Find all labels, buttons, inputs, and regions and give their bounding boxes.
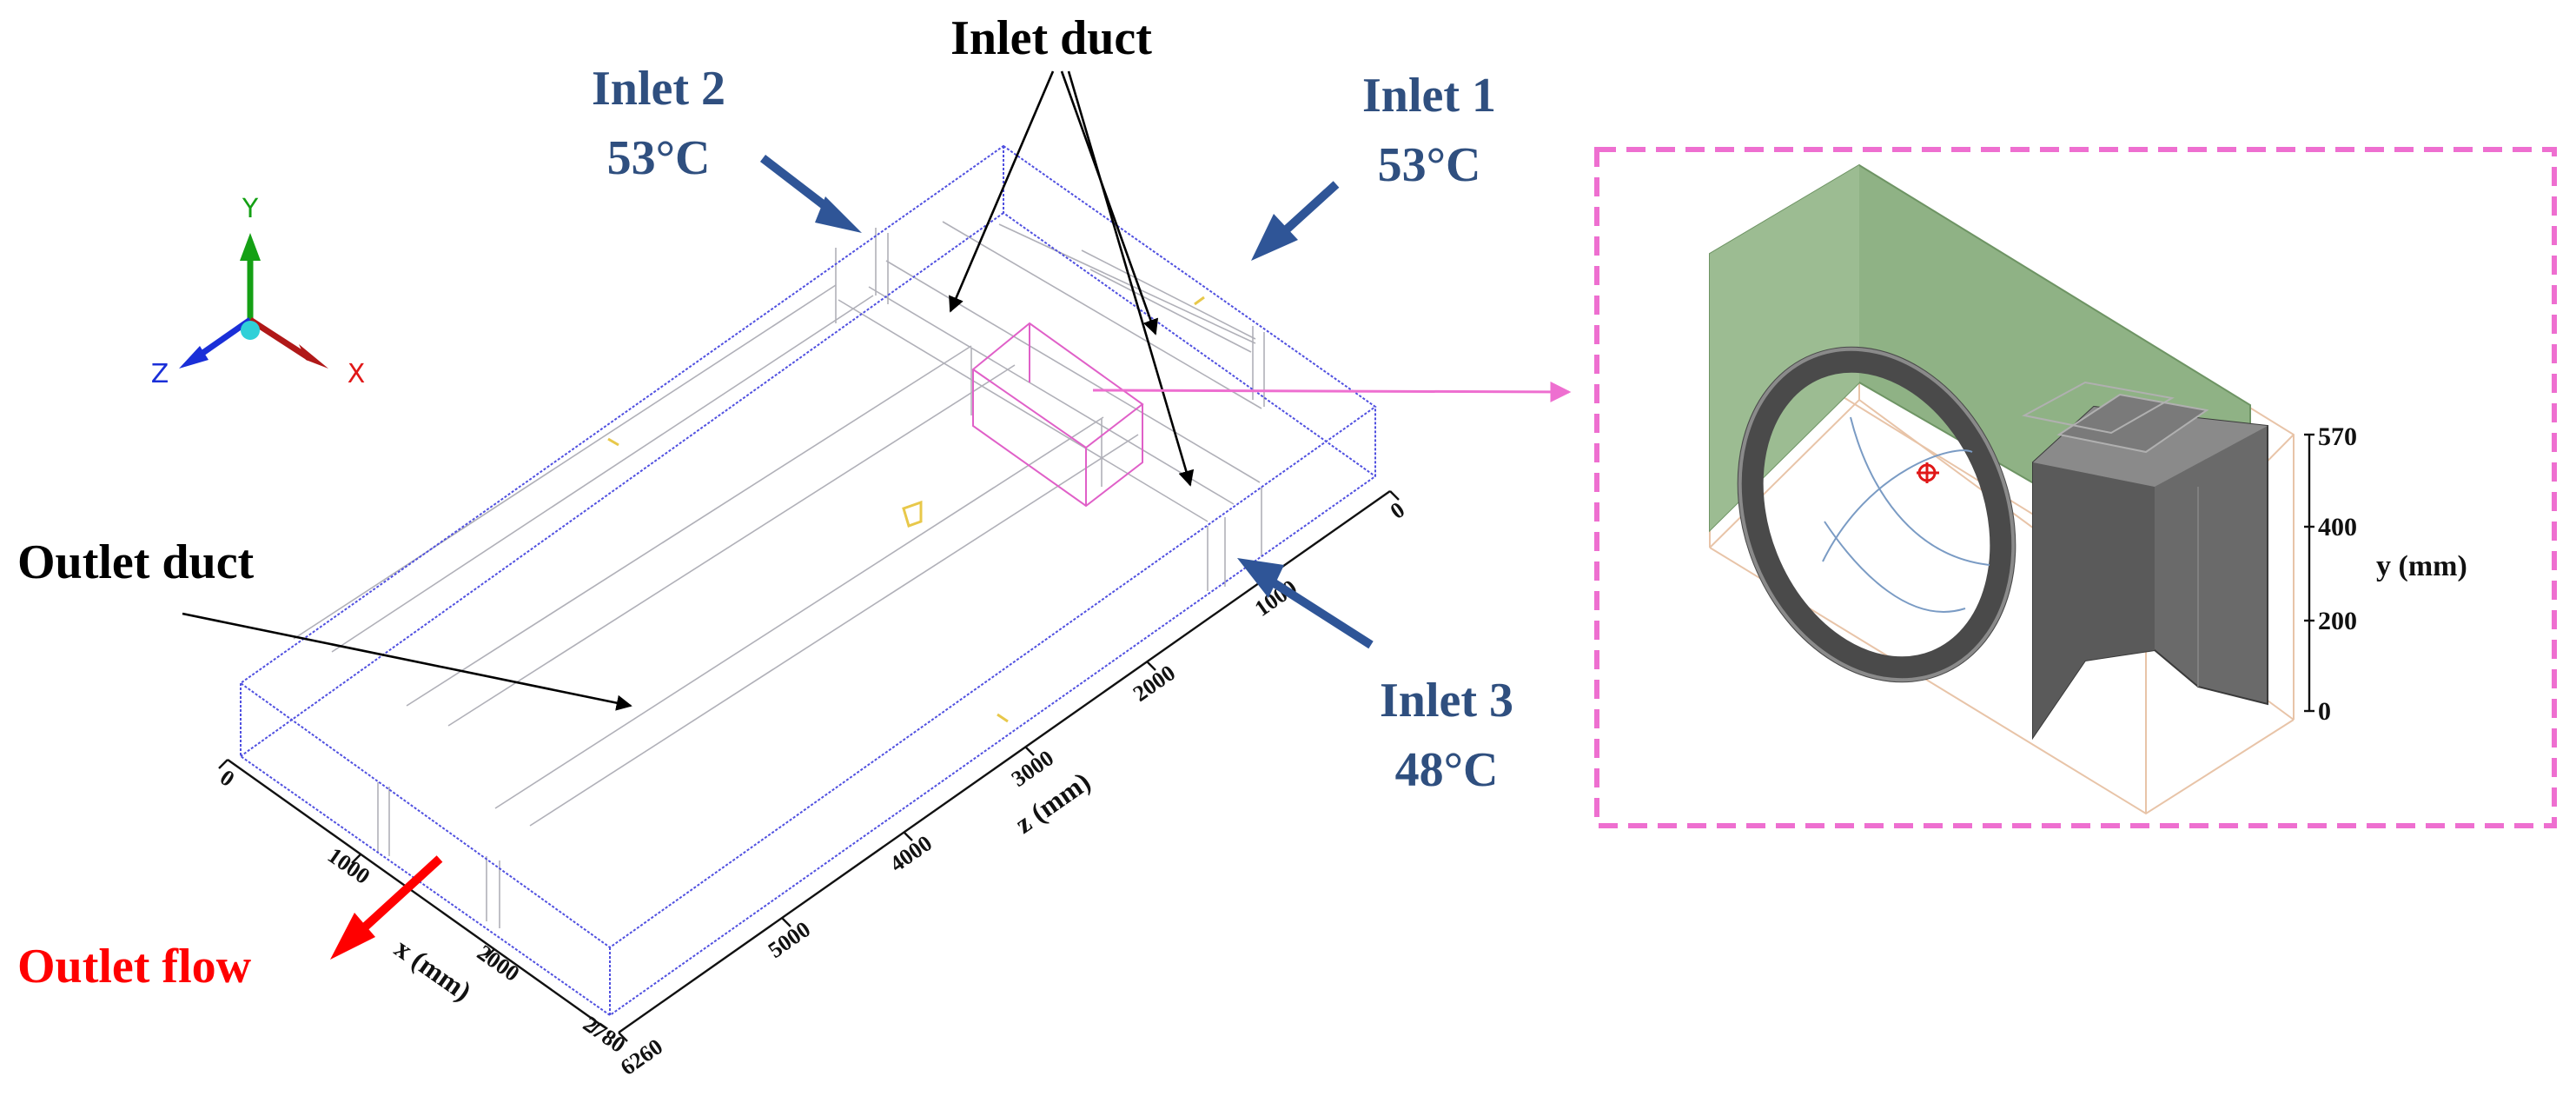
z-tick-0: 0 — [1386, 497, 1409, 524]
inset-detail-view: 0 200 400 570 y (mm) — [1594, 147, 2557, 828]
inlet2-temp: 53°C — [607, 131, 711, 185]
inlet1-temp: 53°C — [1378, 138, 1481, 192]
triad-y-label: Y — [242, 194, 259, 224]
coordinate-triad: Y Z X — [151, 194, 366, 389]
x-tick-2000: 2000 — [473, 940, 524, 987]
triad-origin — [241, 321, 260, 340]
x-tick-0: 0 — [215, 765, 239, 792]
z-tick-4000: 4000 — [885, 830, 937, 877]
pointer-outlet-duct — [182, 612, 632, 711]
zoom-connector-arrow — [1092, 381, 1572, 402]
y-tick-400: 400 — [2318, 513, 2357, 542]
outlet-flow-label: Outlet flow — [17, 940, 252, 993]
inlet2-arrow — [759, 155, 862, 233]
outlet-flow-arrow — [330, 855, 443, 960]
inlet1-arrow — [1251, 181, 1340, 261]
y-axis: 0 200 400 570 y (mm) — [2304, 422, 2467, 726]
x-axis-label: x (mm) — [389, 932, 477, 1007]
z-tick-5000: 5000 — [764, 916, 815, 963]
y-tick-570: 570 — [2318, 422, 2357, 451]
triad-x-label: X — [348, 359, 366, 389]
inner-structure-lines — [293, 221, 1265, 928]
highlight-region — [971, 322, 1144, 508]
inlet3-arrow — [1237, 558, 1374, 649]
inlet-flow-arrows — [759, 155, 1374, 649]
probe-markers — [607, 296, 1205, 723]
outer-box — [239, 144, 1377, 1017]
x-axis: 0 1000 2000 2780 x (mm) — [215, 759, 630, 1058]
triad-x-arrowhead — [299, 344, 328, 369]
pointer-inlet-duct-right — [1067, 70, 1195, 487]
inlet3-temp: 48°C — [1395, 743, 1499, 797]
inlet2-name: Inlet 2 — [592, 62, 725, 116]
z-axis: 0 1000 2000 3000 4000 5000 6260 z (mm) — [616, 490, 1409, 1080]
inlet-duct-pointers — [949, 70, 1195, 487]
y-tick-0: 0 — [2318, 697, 2331, 726]
inlet1-name: Inlet 1 — [1362, 69, 1496, 123]
x-tick-1000: 1000 — [323, 842, 374, 889]
inset-inlet-ring — [1737, 346, 2016, 683]
triad-z-arrowhead — [179, 346, 209, 369]
room-wireframe — [239, 144, 1377, 1017]
outlet-duct-label: Outlet duct — [17, 535, 255, 589]
pointer-inlet-duct-left — [949, 70, 1055, 313]
triad-z-label: Z — [151, 359, 169, 389]
x-tick-2780: 2780 — [579, 1011, 630, 1058]
inset-probe-marker — [1917, 462, 1939, 483]
z-tick-2000: 2000 — [1129, 660, 1180, 707]
inlet3-name: Inlet 3 — [1380, 674, 1513, 728]
inlet-duct-label: Inlet duct — [950, 11, 1152, 65]
pointer-inlet-duct-middle — [1060, 70, 1159, 336]
inset-duct-block — [2022, 381, 2268, 741]
triad-y-arrowhead — [240, 233, 261, 261]
y-tick-200: 200 — [2318, 607, 2357, 635]
y-axis-label: y (mm) — [2376, 550, 2467, 582]
triad-x-axis — [248, 317, 311, 361]
